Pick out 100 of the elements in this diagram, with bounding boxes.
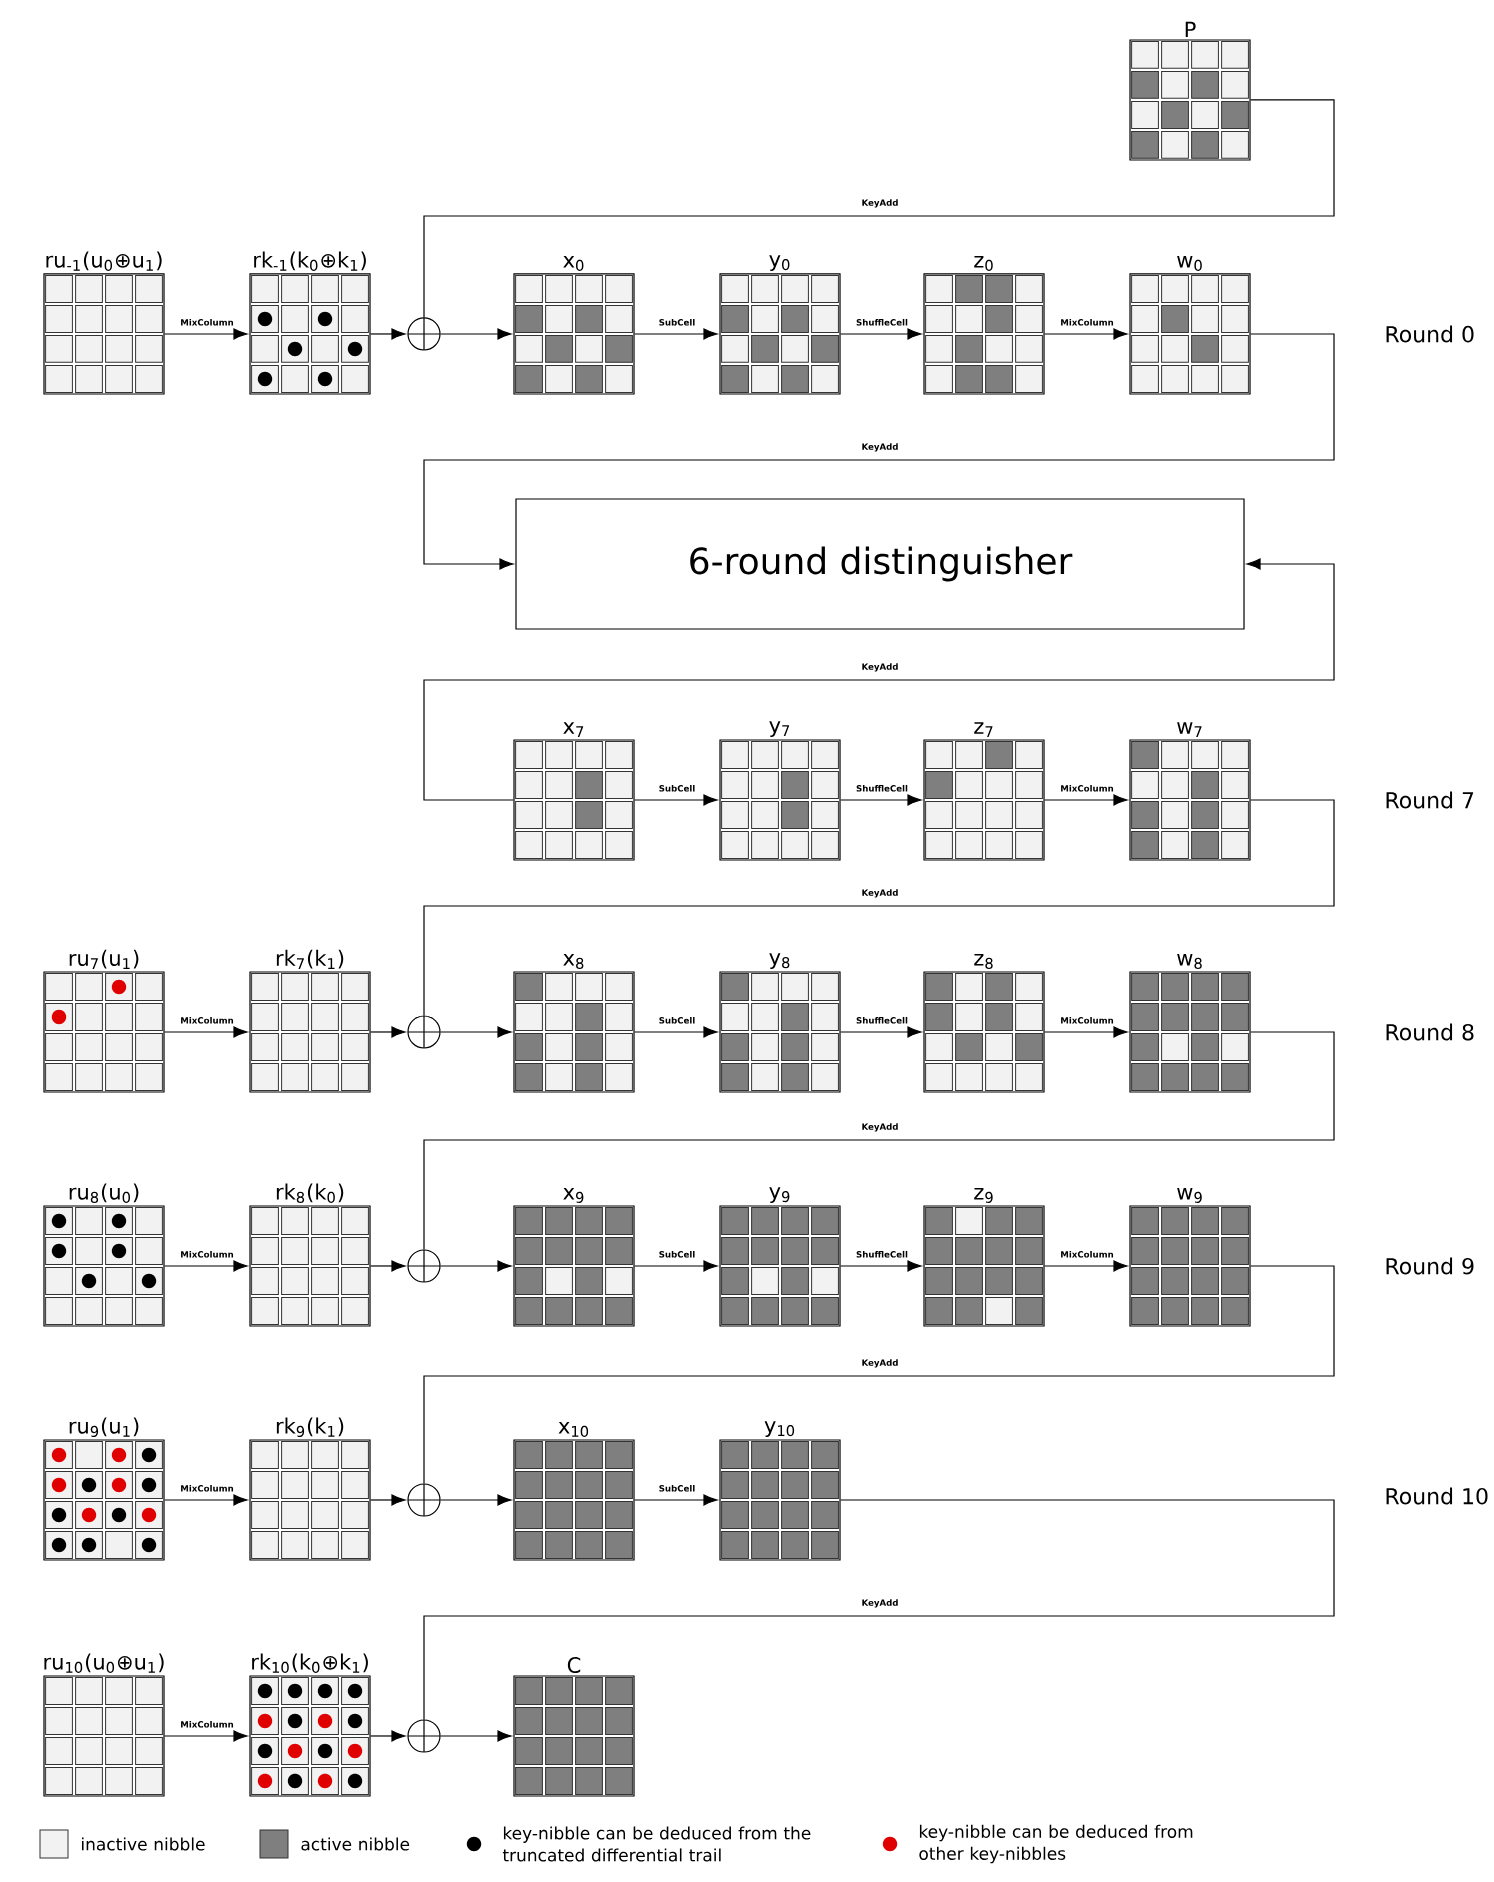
arrow <box>1044 1260 1128 1272</box>
state-grid: x$_{10}$ <box>513 1421 635 1561</box>
state-grid: ru$_{7}$(u$_{1}$) <box>43 949 165 1093</box>
state-grid: w$_{8}$ <box>1129 953 1251 1093</box>
round-label: Round 8 <box>1386 1023 1474 1041</box>
node-label: ru$_{7}$(u$_{1}$) <box>69 949 139 969</box>
arrow <box>370 1260 406 1272</box>
arrow <box>440 1494 512 1506</box>
arrow <box>440 1730 512 1742</box>
node-label: ru$_{-1}$(u$_{0}$⊕u$_{1}$) <box>46 251 162 271</box>
state-grid: x$_{9}$ <box>513 1187 635 1327</box>
round-label: Round 7 <box>1386 791 1474 809</box>
legend-text: inactive nibble <box>82 1837 205 1851</box>
node-label: y$_{7}$ <box>769 721 790 737</box>
state-grid: rk$_{10}$(k$_{0}$⊕k$_{1}$) <box>249 1653 371 1797</box>
arrow <box>164 1494 248 1506</box>
node-label: w$_{7}$ <box>1177 722 1202 737</box>
node-label: z$_{0}$ <box>974 255 993 271</box>
arrow <box>1044 328 1128 340</box>
xor-symbol <box>407 1249 441 1283</box>
state-grid: ru$_{9}$(u$_{1}$) <box>43 1417 165 1561</box>
node-label: rk$_{8}$(k$_{0}$) <box>276 1183 344 1203</box>
legend-text: key-nibble can be deduced from other key-nibbles <box>919 1824 1193 1864</box>
state-grid: x$_{8}$ <box>513 953 635 1093</box>
arrow <box>840 1026 922 1038</box>
state-grid: ru$_{-1}$(u$_{0}$⊕u$_{1}$) <box>43 251 165 395</box>
arrow <box>634 1026 718 1038</box>
node-label: z$_{7}$ <box>974 722 993 737</box>
xor-symbol <box>407 1483 441 1517</box>
state-grid: w$_{7}$ <box>1129 722 1251 861</box>
state-grid: y$_{8}$ <box>719 953 841 1093</box>
distinguisher-box: 6-round distinguisher <box>515 498 1245 630</box>
arrow <box>423 558 1335 801</box>
arrow <box>164 1260 248 1272</box>
state-grid: ru$_{8}$(u$_{0}$) <box>43 1183 165 1327</box>
node-label: w$_{8}$ <box>1177 953 1202 969</box>
arrow <box>634 1494 718 1506</box>
state-grid: y$_{9}$ <box>719 1187 841 1327</box>
node-label: w$_{0}$ <box>1177 255 1202 271</box>
node-label: x$_{9}$ <box>563 1187 584 1203</box>
state-grid: ru$_{10}$(u$_{0}$⊕u$_{1}$) <box>43 1653 165 1797</box>
xor-symbol <box>407 317 441 351</box>
legend-text: key-nibble can be deduced from the truncated differential trail <box>502 1826 811 1862</box>
arrow <box>164 1026 248 1038</box>
arrow <box>840 328 922 340</box>
xor-symbol <box>407 1015 441 1049</box>
state-grid: rk$_{8}$(k$_{0}$) <box>249 1183 371 1327</box>
arrow <box>1044 1026 1128 1038</box>
node-label: z$_{8}$ <box>974 953 993 969</box>
legend-text: active nibble <box>301 1837 410 1851</box>
node-label: x$_{10}$ <box>558 1421 589 1437</box>
arrow <box>370 1026 406 1038</box>
node-label: x$_{8}$ <box>563 953 584 969</box>
xor-symbol <box>407 1719 441 1753</box>
state-grid: z$_{8}$ <box>923 953 1045 1093</box>
arrow <box>1044 794 1128 806</box>
arrow <box>840 794 922 806</box>
state-grid: w$_{0}$ <box>1129 255 1251 395</box>
arrow <box>370 1730 406 1742</box>
state-grid: z$_{7}$ <box>923 722 1045 861</box>
arrow <box>370 1494 406 1506</box>
state-grid: P <box>1129 21 1251 161</box>
state-grid: y$_{0}$ <box>719 255 841 395</box>
round-label: Round 9 <box>1386 1257 1474 1275</box>
state-grid: z$_{9}$ <box>923 1187 1045 1327</box>
node-label: rk$_{9}$(k$_{1}$) <box>276 1417 344 1437</box>
node-label: ru$_{8}$(u$_{0}$) <box>69 1183 139 1203</box>
arrow <box>164 328 248 340</box>
state-grid: w$_{9}$ <box>1129 1187 1251 1327</box>
node-label: rk$_{-1}$(k$_{0}$⊕k$_{1}$) <box>254 251 366 271</box>
state-grid: y$_{10}$ <box>719 1421 841 1561</box>
node-label: rk$_{7}$(k$_{1}$) <box>276 949 344 969</box>
round-label: Round 0 <box>1386 325 1474 343</box>
node-label: x$_{7}$ <box>563 722 584 737</box>
arrow <box>440 1026 512 1038</box>
node-label: y$_{8}$ <box>769 953 790 969</box>
node-label: C <box>567 1657 581 1673</box>
state-grid: x$_{0}$ <box>513 255 635 395</box>
node-label: y$_{0}$ <box>769 255 790 271</box>
node-label: P <box>1185 21 1196 37</box>
node-label: rk$_{10}$(k$_{0}$⊕k$_{1}$) <box>252 1653 368 1673</box>
arrow <box>634 1260 718 1272</box>
node-label: ru$_{10}$(u$_{0}$⊕u$_{1}$) <box>44 1653 164 1673</box>
state-grid: x$_{7}$ <box>513 722 635 861</box>
node-label: y$_{10}$ <box>764 1421 795 1437</box>
arrow <box>423 333 1335 570</box>
node-label: x$_{0}$ <box>563 255 584 271</box>
state-grid: rk$_{9}$(k$_{1}$) <box>249 1417 371 1561</box>
state-grid: C <box>513 1657 635 1797</box>
arrow <box>634 794 718 806</box>
node-label: ru$_{9}$(u$_{1}$) <box>69 1417 139 1437</box>
arrow <box>370 328 406 340</box>
arrow <box>440 328 512 340</box>
state-grid: rk$_{7}$(k$_{1}$) <box>249 949 371 1093</box>
state-grid: rk$_{-1}$(k$_{0}$⊕k$_{1}$) <box>249 251 371 395</box>
arrow <box>840 1260 922 1272</box>
node-label: y$_{9}$ <box>769 1187 790 1203</box>
node-label: w$_{9}$ <box>1177 1187 1202 1203</box>
arrow <box>164 1730 248 1742</box>
round-label: Round 10 <box>1386 1487 1488 1505</box>
